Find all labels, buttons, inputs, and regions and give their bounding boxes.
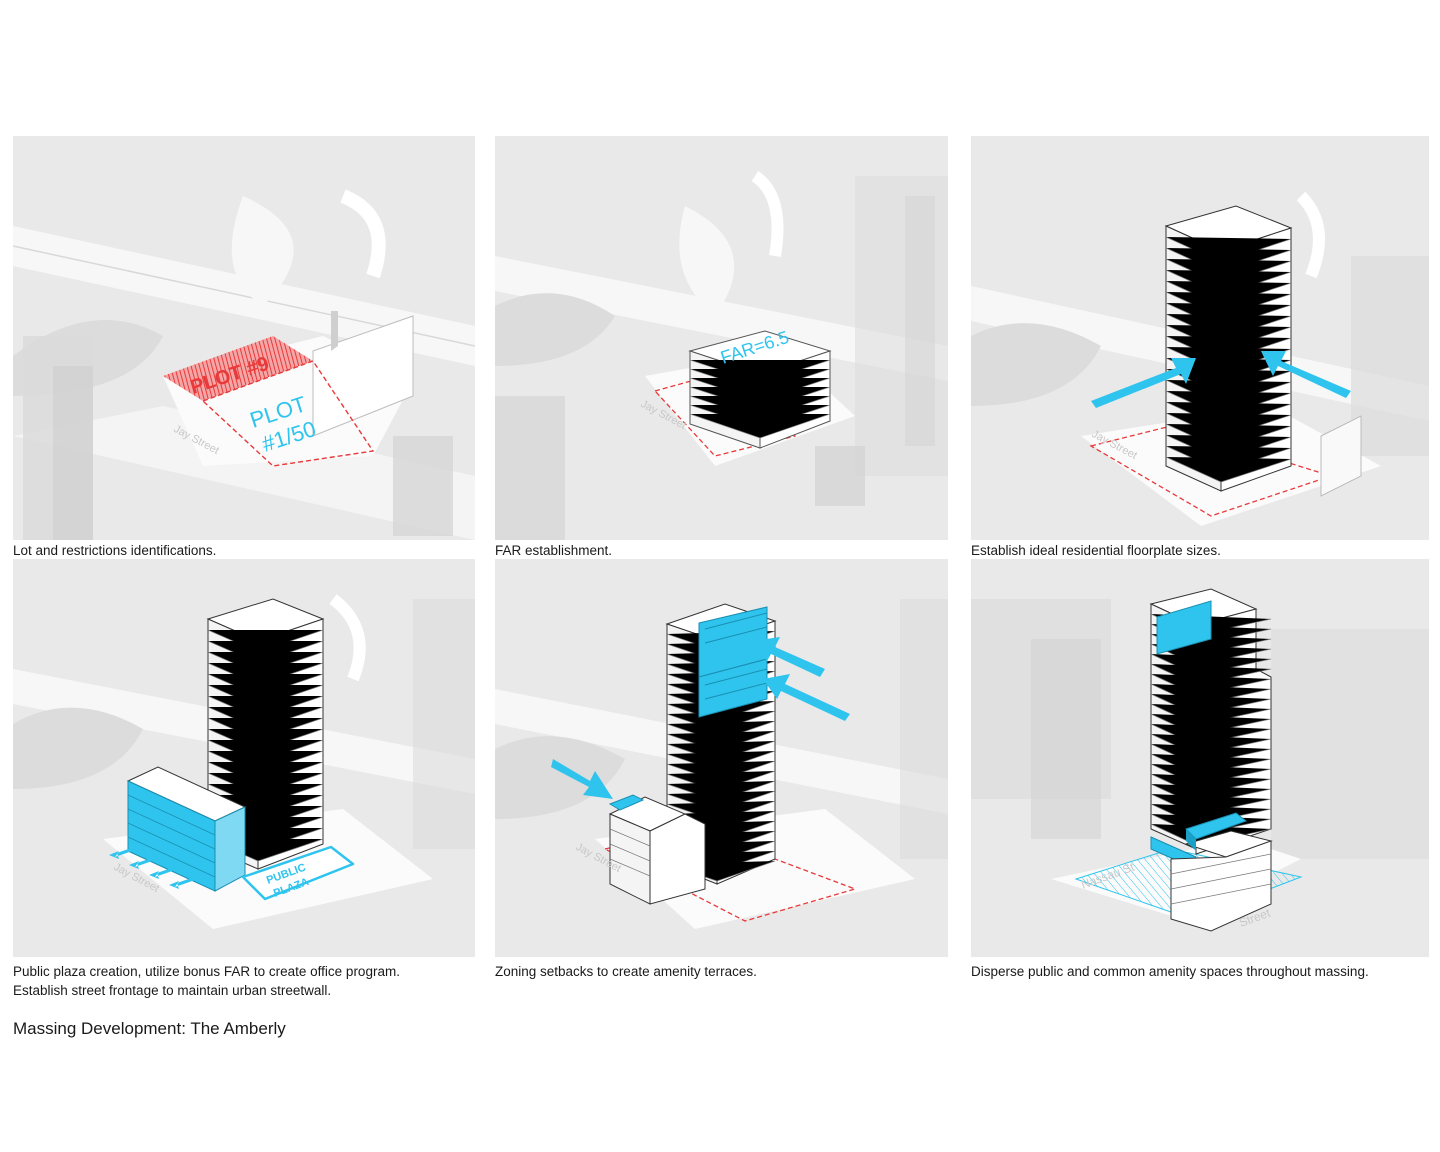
terrace-arrow-lower xyxy=(763,674,850,721)
diagram-amenity-spaces: Nassau St Street xyxy=(971,559,1429,957)
final-massing-tower xyxy=(1149,588,1272,870)
frontage-arrows xyxy=(109,845,200,889)
caption-panel-1: Lot and restrictions identifications. xyxy=(13,543,217,558)
podium-amenity xyxy=(1170,812,1273,932)
floor-line xyxy=(1165,456,1292,483)
caption-panel-5: Zoning setbacks to create amenity terrac… xyxy=(495,964,757,979)
far-massing-block xyxy=(688,330,832,449)
diagram-zoning-setbacks: Jay Street xyxy=(495,559,948,957)
caption-panel-6: Disperse public and common amenity space… xyxy=(971,964,1369,979)
panel-public-plaza: PUBLIC PLAZA Jay Street xyxy=(13,559,475,957)
panel-amenity-spaces: Nassau St Street xyxy=(971,559,1429,957)
diagram-public-plaza: PUBLIC PLAZA Jay Street xyxy=(13,559,475,957)
page-title: Massing Development: The Amberly xyxy=(13,1019,286,1038)
caption-panel-3: Establish ideal residential floorplate s… xyxy=(971,543,1221,558)
panel-zoning-setbacks: Jay Street xyxy=(495,559,948,957)
diagram-far-establishment: FAR=6.5 Jay Street xyxy=(495,136,948,540)
panel-floorplate-sizes: Jay Street xyxy=(971,136,1429,540)
residential-tower xyxy=(206,598,325,870)
floorplate-arrow-left xyxy=(1091,358,1196,408)
office-podium xyxy=(126,766,247,892)
plot-9-area xyxy=(163,336,313,401)
terrace-arrow-podium xyxy=(551,759,613,799)
plot-150-boundary xyxy=(201,360,375,467)
diagram-lot-identification: PLOT #9 PLOT #1/50 Jay Street xyxy=(13,136,475,540)
caption-panel-4-line1: Public plaza creation, utilize bonus FAR… xyxy=(13,964,400,979)
floorplate-arrow-right xyxy=(1261,351,1351,398)
caption-panel-4-line2: Establish street frontage to maintain ur… xyxy=(13,983,332,998)
podium-terrace xyxy=(608,794,706,905)
residential-tower xyxy=(1164,205,1293,492)
panel-far-establishment: FAR=6.5 Jay Street xyxy=(495,136,948,540)
caption-panel-2: FAR establishment. xyxy=(495,543,613,558)
panel-lot-identification: PLOT #9 PLOT #1/50 Jay Street xyxy=(13,136,475,540)
diagram-floorplate-sizes: Jay Street xyxy=(971,136,1429,540)
terrace-arrow-upper xyxy=(753,637,825,677)
